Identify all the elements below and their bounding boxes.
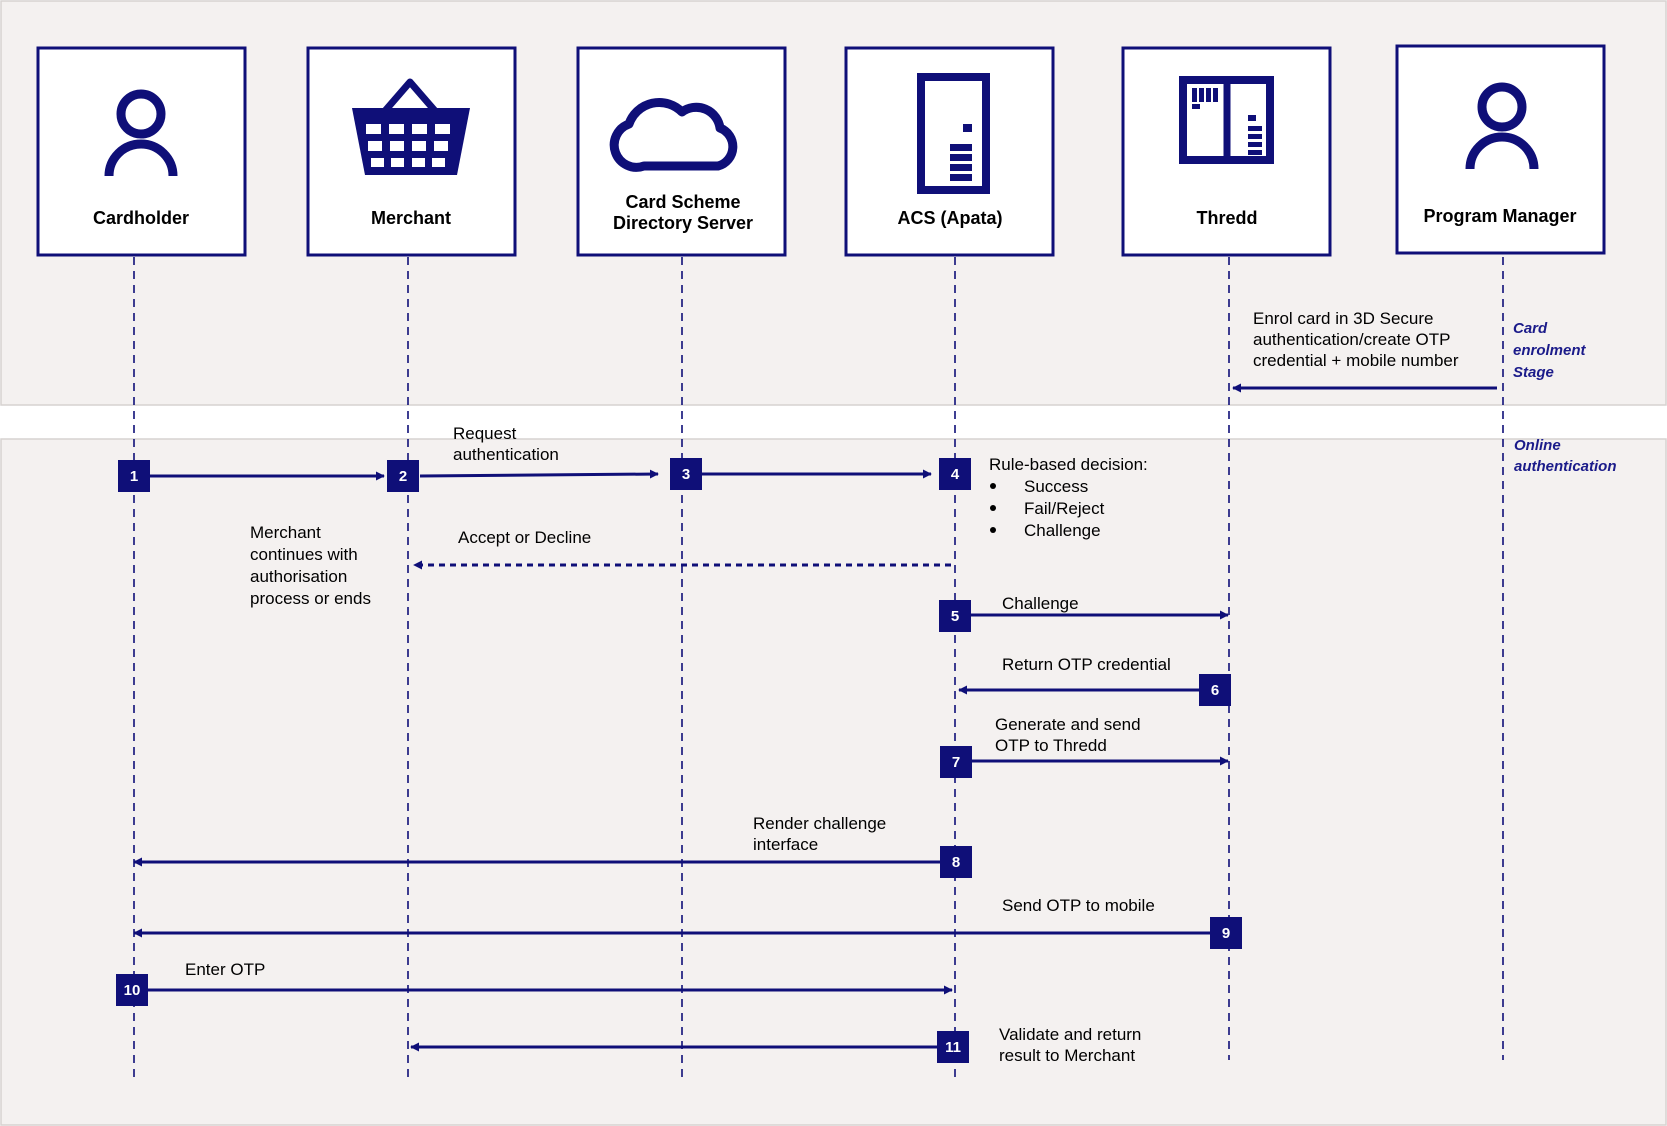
bullet-icon: [990, 505, 996, 511]
svg-text:Card: Card: [1513, 320, 1548, 337]
message-label-request-2: authentication: [453, 445, 559, 464]
svg-text:authentication: authentication: [1514, 458, 1617, 475]
svg-text:3: 3: [682, 466, 690, 483]
step-badge-7: 7: [940, 746, 972, 778]
svg-text:continues with: continues with: [250, 545, 358, 564]
bullet-icon: [990, 527, 996, 533]
person-icon: [1465, 82, 1539, 170]
step-badge-4: 4: [939, 458, 971, 490]
cloud-icon: [609, 98, 738, 172]
svg-text:authorisation: authorisation: [250, 567, 347, 586]
actor-label-line-2: Directory Server: [613, 213, 753, 233]
message-label-validate-1: Validate and return: [999, 1025, 1141, 1044]
message-label-render-1: Render challenge: [753, 814, 886, 833]
svg-text:5: 5: [951, 608, 959, 625]
message-enrolment: Enrol card in 3D Secure authentication/c…: [1232, 309, 1497, 393]
actor-label: Thredd: [1197, 208, 1258, 228]
note-title: Rule-based decision:: [989, 455, 1148, 474]
stage-label-enrolment: Card enrolment Stage: [1513, 320, 1587, 381]
bullet-icon: [990, 483, 996, 489]
message-label-render-2: interface: [753, 835, 818, 854]
svg-text:2: 2: [399, 468, 407, 485]
svg-text:process or ends: process or ends: [250, 589, 371, 608]
actor-directory-server: Card Scheme Directory Server: [576, 46, 787, 257]
message-label-return-otp: Return OTP credential: [1002, 655, 1171, 674]
svg-text:4: 4: [951, 466, 960, 483]
message-label-accept-decline: Accept or Decline: [458, 528, 591, 547]
actor-label-line-1: Card Scheme: [625, 192, 740, 212]
step-badge-1: 1: [118, 460, 150, 492]
person-icon: [104, 89, 178, 177]
message-label-challenge: Challenge: [1002, 594, 1079, 613]
shopping-basket-icon: [352, 78, 470, 175]
message-label-enter-otp: Enter OTP: [185, 960, 265, 979]
actor-label: Program Manager: [1423, 206, 1576, 226]
server-tower-icon: [917, 73, 990, 194]
step-badge-6: 6: [1199, 674, 1231, 706]
step-badge-11: 11: [937, 1031, 969, 1063]
merchant-continues-note: Merchant continues with authorisation pr…: [250, 523, 371, 608]
svg-text:enrolment: enrolment: [1513, 342, 1587, 359]
message-label-line-3: credential + mobile number: [1253, 351, 1459, 370]
svg-text:Stage: Stage: [1513, 364, 1554, 381]
message-label-validate-2: result to Merchant: [999, 1046, 1135, 1065]
svg-text:10: 10: [124, 982, 141, 999]
message-label-line-1: Enrol card in 3D Secure: [1253, 309, 1433, 328]
server-rack-icon: [1179, 76, 1274, 164]
message-arrow-2: [419, 469, 659, 479]
message-label-generate-2: OTP to Thredd: [995, 736, 1107, 755]
step-badge-5: 5: [939, 600, 971, 632]
message-label-send-otp: Send OTP to mobile: [1002, 896, 1155, 915]
enrolment-stage-band: [0, 0, 1667, 406]
message-label-generate-1: Generate and send: [995, 715, 1141, 734]
actor-label: Merchant: [371, 208, 451, 228]
svg-text:6: 6: [1211, 682, 1219, 699]
step-badge-3: 3: [670, 458, 702, 490]
actor-acs: ACS (Apata): [844, 46, 1055, 257]
actor-label: ACS (Apata): [897, 208, 1002, 228]
message-label-line-2: authentication/create OTP: [1253, 330, 1451, 349]
note-bullet: Fail/Reject: [1024, 499, 1105, 518]
svg-text:11: 11: [945, 1039, 961, 1056]
step-badge-10: 10: [116, 974, 148, 1006]
step-badge-9: 9: [1210, 917, 1242, 949]
actor-merchant: Merchant: [306, 46, 517, 257]
rule-decision-note: Rule-based decision: Success Fail/Reject…: [989, 455, 1148, 540]
step-badge-8: 8: [940, 846, 972, 878]
stage-label-online-authentication: Online authentication: [1514, 437, 1617, 475]
message-label-request-1: Request: [453, 424, 517, 443]
online-authentication-band: [0, 438, 1667, 1126]
note-bullet: Success: [1024, 477, 1088, 496]
step-badge-2: 2: [387, 460, 419, 492]
actor-program-manager: Program Manager: [1395, 44, 1606, 255]
svg-text:8: 8: [952, 854, 960, 871]
svg-text:Merchant: Merchant: [250, 523, 321, 542]
svg-text:9: 9: [1222, 925, 1230, 942]
note-bullet: Challenge: [1024, 521, 1101, 540]
actor-cardholder: Cardholder: [36, 46, 247, 257]
svg-text:1: 1: [130, 468, 138, 485]
actor-thredd: Thredd: [1121, 46, 1332, 257]
actor-label: Cardholder: [93, 208, 189, 228]
svg-text:7: 7: [952, 754, 960, 771]
svg-text:Online: Online: [1514, 437, 1561, 454]
